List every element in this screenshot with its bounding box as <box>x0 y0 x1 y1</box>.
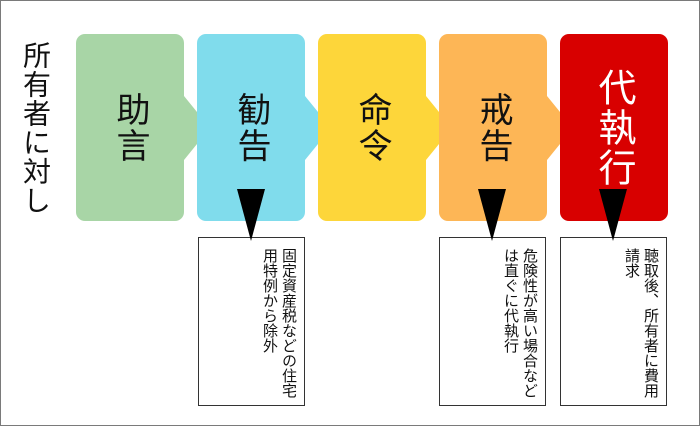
pointer-arrow-kankoku <box>237 189 265 241</box>
stage-kaikoku-label: 戒告 <box>473 91 513 164</box>
note-daishikkou-text: 聴取後、所有者に費用請求 <box>623 248 660 398</box>
note-daishikkou: 聴取後、所有者に費用請求 <box>560 237 667 406</box>
stage-jogen-label: 助言 <box>110 91 150 164</box>
pointer-arrow-kaikoku <box>478 189 506 241</box>
side-label: 所有者に対し <box>19 41 52 215</box>
note-kaikoku-text: 危険性が高い場合などは直ぐに代執行 <box>502 248 539 398</box>
stage-meirei-label: 命令 <box>352 91 392 164</box>
pointer-arrow-daishikkou <box>599 189 627 241</box>
note-kaikoku: 危険性が高い場合などは直ぐに代執行 <box>439 237 546 406</box>
stage-jogen: 助言 <box>76 34 184 221</box>
stage-daishikkou: 代執行 <box>560 34 668 221</box>
stage-daishikkou-label: 代執行 <box>592 67 636 188</box>
stage-kankoku-label: 勧告 <box>231 91 271 164</box>
note-kankoku: 固定資産税などの住宅用特例から除外 <box>198 237 305 406</box>
stage-meirei: 命令 <box>318 34 426 221</box>
note-kankoku-text: 固定資産税などの住宅用特例から除外 <box>261 248 298 398</box>
